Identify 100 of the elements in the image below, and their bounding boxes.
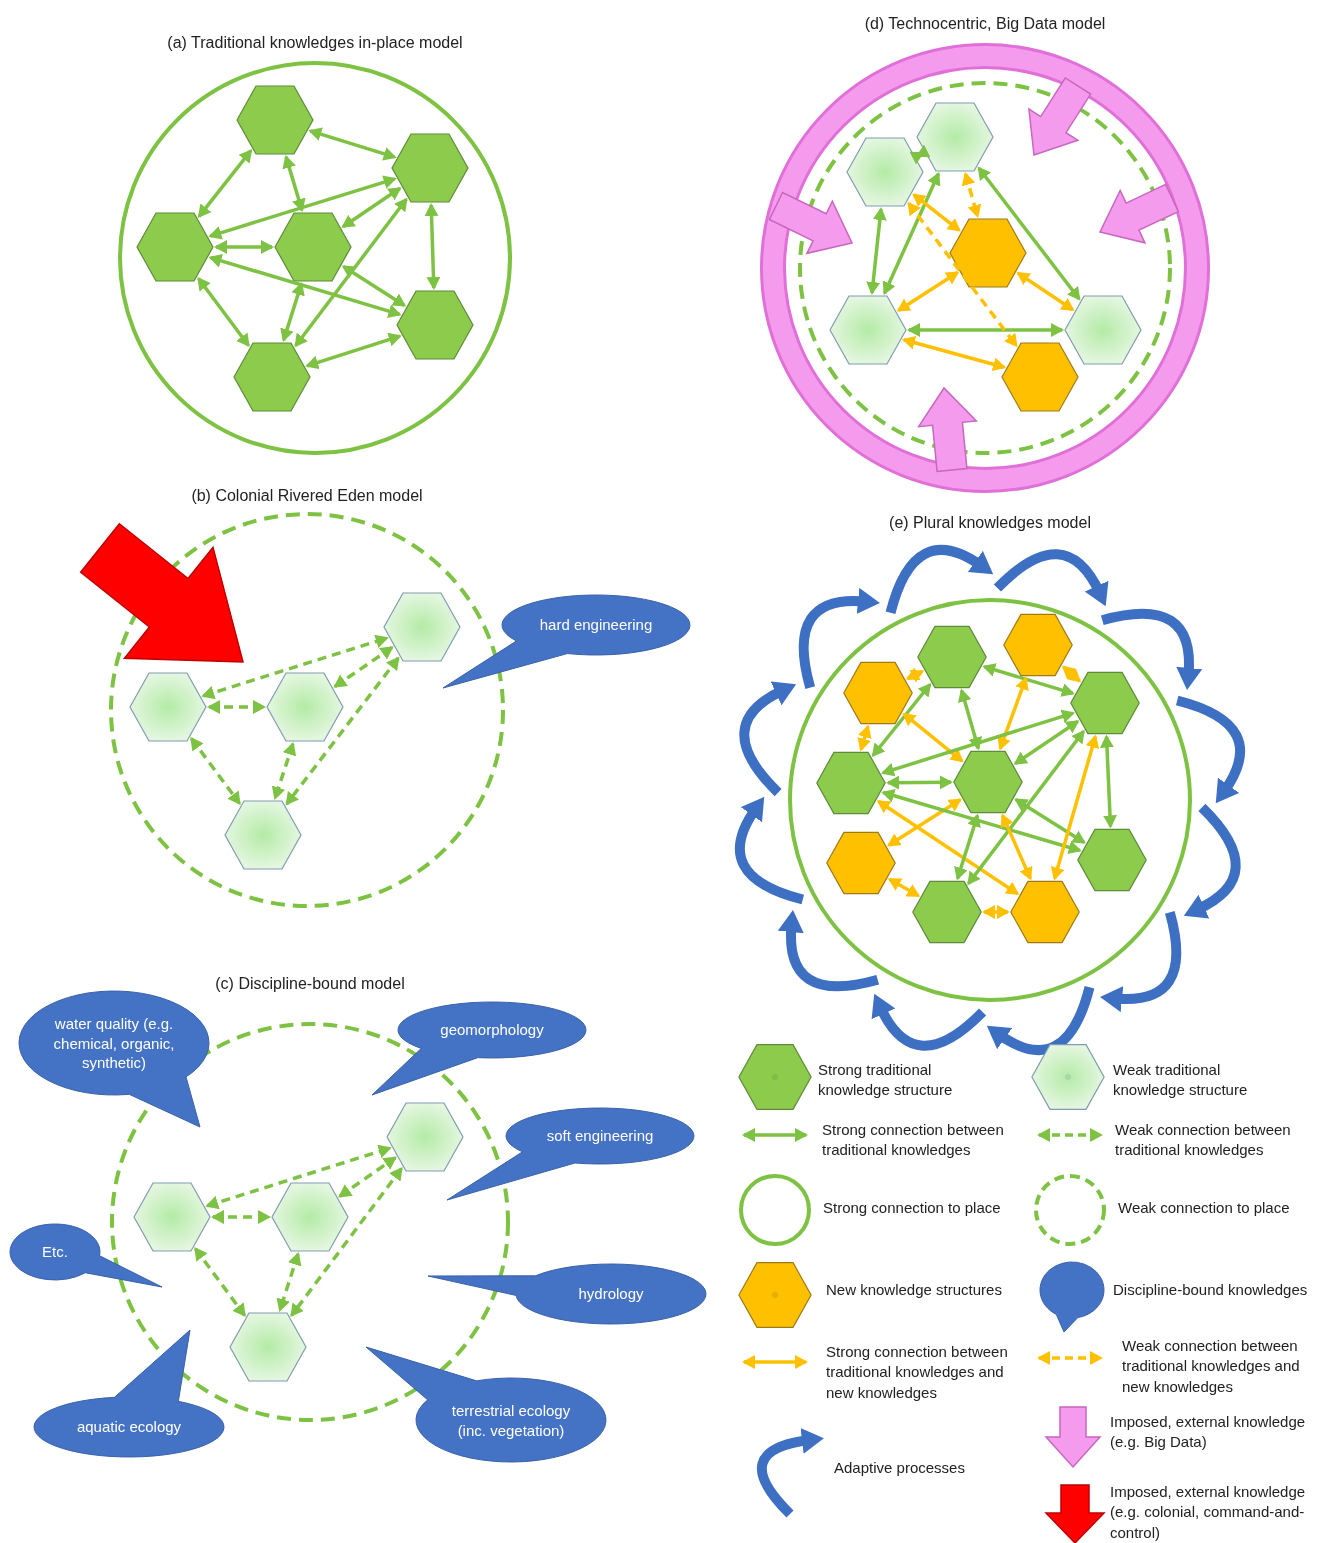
double-arrow (871, 682, 932, 758)
legend-text: New knowledge structures (826, 1280, 1003, 1300)
legend-text: Adaptive processes (834, 1458, 966, 1478)
double-arrow (961, 171, 982, 219)
hexagon (1064, 295, 1142, 365)
hexagon (911, 880, 983, 944)
double-arrow (271, 741, 297, 801)
hexagon (271, 1182, 349, 1252)
hexagon (1009, 880, 1081, 944)
speech-bubble (18, 990, 210, 1128)
double-arrow (977, 166, 1081, 301)
legend-text: Weak traditional knowledge structure (1113, 1060, 1249, 1101)
hexagon (829, 295, 907, 365)
double-arrow (285, 656, 400, 806)
legend-text: Weak connection to place (1118, 1198, 1291, 1218)
speech-bubble (9, 1223, 163, 1288)
double-arrow (208, 175, 397, 240)
hexagon (233, 342, 311, 412)
double-arrow (290, 1166, 403, 1318)
double-arrow (967, 729, 1085, 886)
double-arrow (997, 676, 1029, 751)
hexagon (129, 672, 207, 742)
double-arrow (276, 1251, 302, 1313)
hexagon (383, 592, 461, 662)
double-arrow (190, 737, 241, 805)
bubble-text: geomorphology (439, 1020, 545, 1040)
bubble-text: aquatic ecology (75, 1417, 183, 1437)
speech-bubble (33, 1329, 225, 1458)
speech-bubble (442, 594, 691, 689)
panel-title: (c) Discipline-bound model (214, 974, 406, 994)
legend-text: Weak connection between traditional knowledges and new knowledges (1122, 1336, 1301, 1397)
double-arrow (1050, 734, 1100, 881)
hexagon (266, 672, 344, 742)
double-arrow (1000, 813, 1033, 881)
hexagon (1001, 342, 1079, 412)
bubble-text: hydrology (577, 1284, 645, 1304)
hexagon (229, 1312, 307, 1382)
bubble-text: Etc. (41, 1242, 69, 1262)
speech-bubble (446, 1107, 695, 1201)
hexagon (949, 218, 1027, 288)
panel-title: (e) Plural knowledges model (888, 513, 1092, 533)
hexagon (236, 85, 314, 155)
legend-text: Imposed, external knowledge (e.g. Big Data) (1110, 1412, 1307, 1453)
double-arrow (957, 688, 983, 751)
double-arrow (881, 709, 1075, 777)
hexagon (224, 800, 302, 870)
double-arrow (907, 201, 1018, 348)
speech-bubble (427, 1263, 707, 1325)
hexagon (136, 212, 214, 282)
double-arrow (282, 154, 306, 213)
double-arrow (905, 667, 925, 683)
double-arrow (881, 788, 1082, 855)
panel-title: (d) Technocentric, Big Data model (863, 14, 1107, 34)
hexagon (916, 102, 994, 172)
double-arrow (207, 700, 266, 714)
panel-title: (a) Traditional knowledges in-place model (166, 33, 464, 53)
double-arrow (954, 813, 981, 881)
double-arrow (424, 203, 441, 290)
double-arrow (1016, 271, 1075, 312)
legend-text: Strong traditional knowledge structure (818, 1060, 954, 1101)
double-arrow (197, 149, 253, 218)
legend-text: Discipline-bound knowledges (1113, 1280, 1309, 1300)
legend-text: Strong connection to place (823, 1198, 1002, 1218)
double-arrow (1061, 665, 1082, 683)
double-arrow (205, 1144, 392, 1210)
double-arrow (902, 712, 964, 763)
hexagon (391, 133, 469, 203)
double-arrow (887, 877, 921, 898)
hexagon (274, 212, 352, 282)
double-arrow (909, 144, 931, 165)
double-arrow (341, 265, 407, 307)
double-arrow (1100, 734, 1117, 829)
speech-bubble (365, 1346, 607, 1463)
double-arrow (305, 332, 402, 370)
double-arrow (907, 323, 1064, 337)
panel-title: (b) Colonial Rivered Eden model (190, 486, 424, 506)
bubble-text: soft engineering (545, 1126, 655, 1146)
legend-text: Strong connection between traditional knowledges (822, 1120, 1005, 1161)
double-arrow (294, 197, 408, 348)
hexagon (386, 1102, 464, 1172)
double-arrow (197, 276, 250, 348)
hexagon (842, 661, 914, 725)
double-arrow (1013, 720, 1080, 765)
hexagon (1069, 671, 1141, 735)
double-arrow (901, 335, 1007, 372)
hexagon (952, 750, 1024, 814)
double-arrow (211, 1210, 271, 1224)
hexagon (1076, 828, 1148, 892)
double-arrow (208, 254, 402, 318)
double-arrow (982, 905, 1010, 919)
bubble-text: hard engineering (538, 615, 654, 635)
speech-bubble (371, 1001, 587, 1096)
hexagon (396, 290, 474, 360)
double-arrow (308, 127, 397, 161)
bubble-text: terrestrial ecology (inc. vegetation) (450, 1400, 572, 1440)
double-arrow (857, 724, 872, 752)
double-arrow (887, 798, 962, 847)
double-arrow (194, 1247, 246, 1317)
legend-text: Strong connection between traditional knowledges and new knowledges (826, 1342, 1009, 1403)
bubble-text: water quality (e.g. chemical, organic, synthetic) (52, 1013, 176, 1073)
